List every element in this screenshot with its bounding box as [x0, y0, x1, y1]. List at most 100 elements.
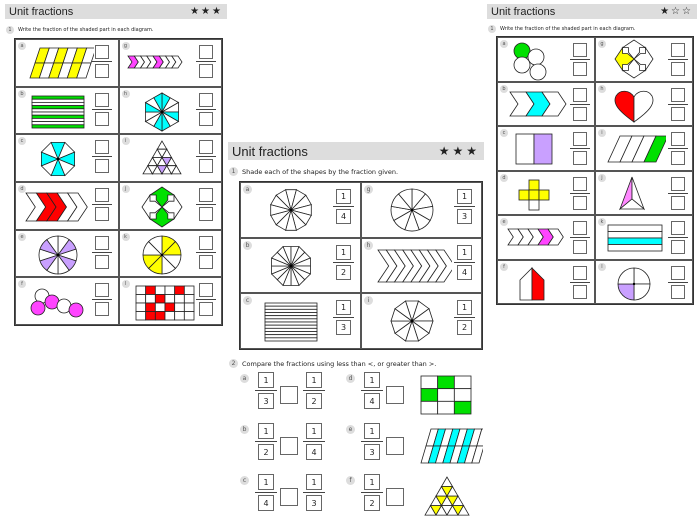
denominator-box[interactable]	[671, 151, 685, 165]
numerator-box[interactable]: 1	[457, 189, 472, 204]
fraction: 1 3	[303, 474, 325, 511]
numerator-box[interactable]	[95, 45, 109, 59]
denominator-box[interactable]	[671, 62, 685, 76]
denominator-box[interactable]	[198, 64, 213, 78]
numerator-box[interactable]: 1	[364, 372, 380, 388]
denominator-box[interactable]	[95, 254, 109, 269]
numerator-box[interactable]	[198, 283, 213, 298]
numerator-box[interactable]: 1	[336, 300, 351, 316]
denominator-box[interactable]: 3	[258, 393, 274, 409]
denominator-box[interactable]	[573, 195, 587, 210]
numerator-box[interactable]: 1	[306, 423, 322, 439]
numerator-box[interactable]	[198, 45, 213, 59]
denominator-box[interactable]: 2	[336, 264, 351, 280]
numerator-box[interactable]: 1	[336, 244, 351, 260]
numerator-box[interactable]	[671, 87, 685, 102]
denominator-box[interactable]: 3	[306, 495, 322, 511]
fraction-diagram[interactable]	[372, 297, 452, 347]
denominator-box[interactable]: 2	[258, 444, 274, 460]
denominator: 3	[369, 447, 375, 457]
numerator-box[interactable]: 1	[258, 372, 274, 388]
diagram-cell-g: g	[118, 39, 222, 87]
numerator-box[interactable]: 1	[258, 474, 274, 490]
denominator-box[interactable]	[573, 151, 587, 165]
numerator-box[interactable]	[671, 265, 685, 280]
denominator-box[interactable]	[95, 207, 109, 221]
numerator-box[interactable]	[198, 92, 213, 107]
numerator-box[interactable]	[198, 235, 213, 250]
numerator: 1	[311, 477, 317, 487]
numerator-box[interactable]	[573, 87, 587, 102]
numerator-box[interactable]	[95, 140, 109, 155]
numerator-box[interactable]	[671, 43, 685, 57]
numerator-box[interactable]: 1	[336, 189, 351, 204]
numerator-box[interactable]	[198, 140, 213, 155]
denominator-box[interactable]	[573, 240, 587, 254]
denominator-box[interactable]	[198, 302, 213, 317]
comparison-answer-box[interactable]	[280, 437, 298, 455]
denominator-box[interactable]: 4	[306, 444, 322, 460]
denominator-box[interactable]: 3	[457, 209, 472, 224]
numerator-box[interactable]	[671, 221, 685, 235]
numerator-box[interactable]	[573, 265, 587, 280]
numerator-box[interactable]	[198, 188, 213, 202]
numerator-box[interactable]: 1	[457, 300, 472, 316]
numerator-box[interactable]	[573, 221, 587, 235]
numerator-box[interactable]: 1	[364, 474, 380, 490]
denominator-box[interactable]: 4	[457, 264, 472, 280]
numerator-box[interactable]	[671, 176, 685, 191]
denominator-box[interactable]: 4	[258, 495, 274, 511]
denominator-box[interactable]	[198, 111, 213, 126]
fraction-diagram[interactable]	[372, 186, 452, 236]
numerator-box[interactable]: 1	[306, 372, 322, 388]
denominator-box[interactable]	[95, 111, 109, 126]
denominator-box[interactable]	[573, 284, 587, 299]
fraction-diagram[interactable]	[251, 186, 331, 236]
numerator-box[interactable]	[95, 188, 109, 202]
denominator-box[interactable]	[671, 106, 685, 121]
denominator-box[interactable]	[198, 159, 213, 174]
denominator-box[interactable]	[671, 195, 685, 210]
numerator-box[interactable]	[573, 132, 587, 146]
item-label: f	[346, 476, 355, 485]
numerator-box[interactable]	[573, 176, 587, 191]
denominator-box[interactable]: 2	[306, 393, 322, 409]
fraction-diagram[interactable]	[251, 242, 331, 292]
denominator-box[interactable]: 3	[336, 320, 351, 336]
numerator-box[interactable]: 1	[258, 423, 274, 439]
denominator-box[interactable]: 2	[364, 495, 380, 511]
comparison-answer-box[interactable]	[386, 386, 404, 404]
comparison-answer-box[interactable]	[280, 386, 298, 404]
numerator-box[interactable]	[95, 235, 109, 250]
denominator-box[interactable]	[95, 64, 109, 78]
fraction-diagram[interactable]	[251, 297, 331, 347]
comparison-answer-box[interactable]	[386, 488, 404, 506]
numerator-box[interactable]	[95, 283, 109, 298]
fraction-diagram	[25, 192, 88, 222]
fraction-diagram[interactable]	[372, 242, 452, 292]
denominator-box[interactable]	[573, 62, 587, 76]
numerator-box[interactable]	[573, 43, 587, 57]
diagram-cell-h: h	[118, 86, 222, 135]
comparison-answer-box[interactable]	[386, 437, 404, 455]
denominator-box[interactable]	[198, 254, 213, 269]
denominator-box[interactable]	[671, 284, 685, 299]
numerator-box[interactable]: 1	[457, 244, 472, 260]
denominator-box[interactable]	[95, 302, 109, 317]
denominator-box[interactable]	[573, 106, 587, 121]
comparison-answer-box[interactable]	[280, 488, 298, 506]
numerator-box[interactable]	[95, 92, 109, 107]
numerator-box[interactable]	[671, 132, 685, 146]
numerator-box[interactable]: 1	[306, 474, 322, 490]
numerator-box[interactable]: 1	[364, 423, 380, 439]
denominator-box[interactable]: 4	[336, 209, 351, 224]
denominator-box[interactable]	[95, 159, 109, 174]
denominator-box[interactable]: 2	[457, 320, 472, 336]
numerator: 1	[369, 375, 375, 385]
fraction-diagram	[135, 285, 194, 321]
denominator-box[interactable]: 4	[364, 393, 380, 409]
denominator-box[interactable]: 3	[364, 444, 380, 460]
denominator-box[interactable]	[671, 240, 685, 254]
denominator-box[interactable]	[198, 207, 213, 221]
